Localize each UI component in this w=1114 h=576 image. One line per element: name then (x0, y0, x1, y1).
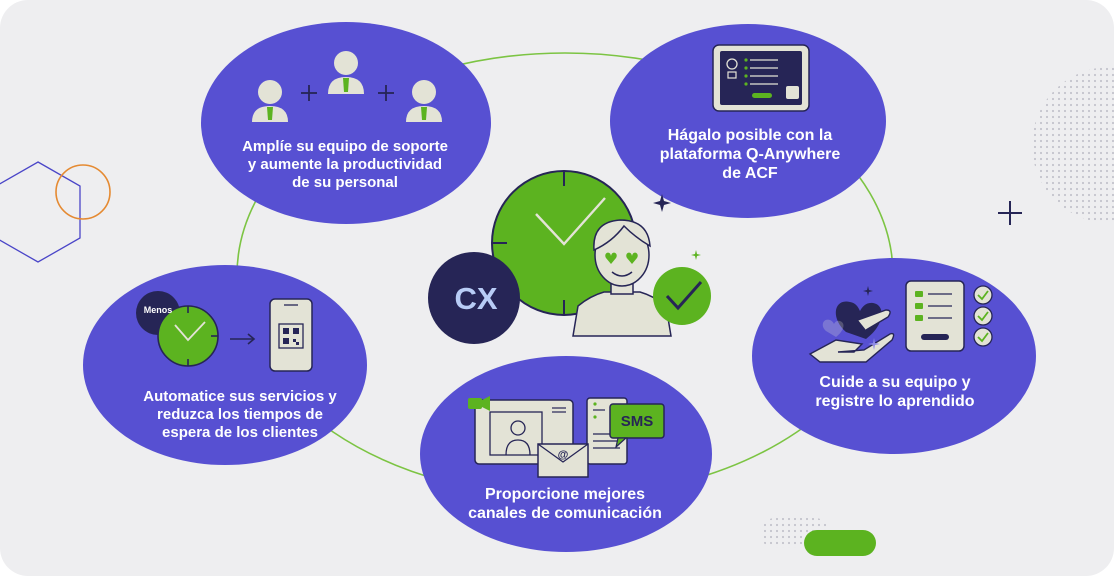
plus-icon (378, 85, 394, 101)
bubble-platform (610, 24, 886, 218)
bubble-care-text: Cuide a su equipo y registre lo aprendid… (775, 373, 1015, 411)
green-pill-decoration (804, 530, 876, 556)
bubble-support-team-text: Amplíe su equipo de soporte y aumente la… (225, 138, 465, 192)
cx-label: CX (454, 281, 497, 316)
channels-caption: Proporcione mejores canales de comunicac… (468, 486, 662, 523)
bubble-support-team (201, 22, 491, 224)
bubble-care (752, 258, 1036, 454)
menos-label: Menos (144, 305, 173, 315)
bubble-platform-text: Hágalo posible con la plataforma Q-Anywh… (640, 126, 860, 184)
sparkle-icon (868, 338, 880, 350)
orange-circle-decoration (55, 164, 111, 220)
tablet-icon (712, 44, 810, 112)
person-icon (252, 80, 288, 122)
phone-qr-icon (269, 298, 313, 372)
dotted-circle-decoration (1032, 67, 1114, 223)
bubble-automation-text: Automatice sus servicios y reduzca los t… (120, 388, 360, 442)
hexagon-icon (0, 161, 81, 263)
plus-icon (998, 201, 1022, 225)
check-icon (653, 267, 711, 325)
bubble-channels-text: Proporcione mejores canales de comunicac… (455, 485, 675, 523)
sparkle-icon (863, 286, 873, 296)
automation-caption: Automatice sus servicios y reduzca los t… (143, 388, 337, 441)
heart-hand-icon (808, 301, 895, 363)
person-icon (406, 80, 442, 122)
email-icon (537, 443, 589, 478)
support-team-caption: Amplíe su equipo de soporte y aumente la… (242, 138, 448, 191)
arrow-icon (230, 333, 256, 345)
platform-caption: Hágalo posible con la plataforma Q-Anywh… (659, 127, 841, 183)
person-icon (328, 51, 364, 94)
sms-icon (609, 403, 665, 449)
video-call-icon (468, 396, 574, 465)
care-caption: Cuide a su equipo y registre lo aprendid… (815, 374, 975, 411)
cx-badge (428, 252, 520, 344)
sparkle-icon (691, 250, 701, 260)
clock-icon (157, 305, 219, 367)
checklist-icon (905, 280, 993, 352)
sms-label: SMS (621, 413, 654, 430)
email-at-label: @ (558, 449, 569, 461)
sparkle-icon (653, 194, 671, 212)
plus-icon (301, 85, 317, 101)
